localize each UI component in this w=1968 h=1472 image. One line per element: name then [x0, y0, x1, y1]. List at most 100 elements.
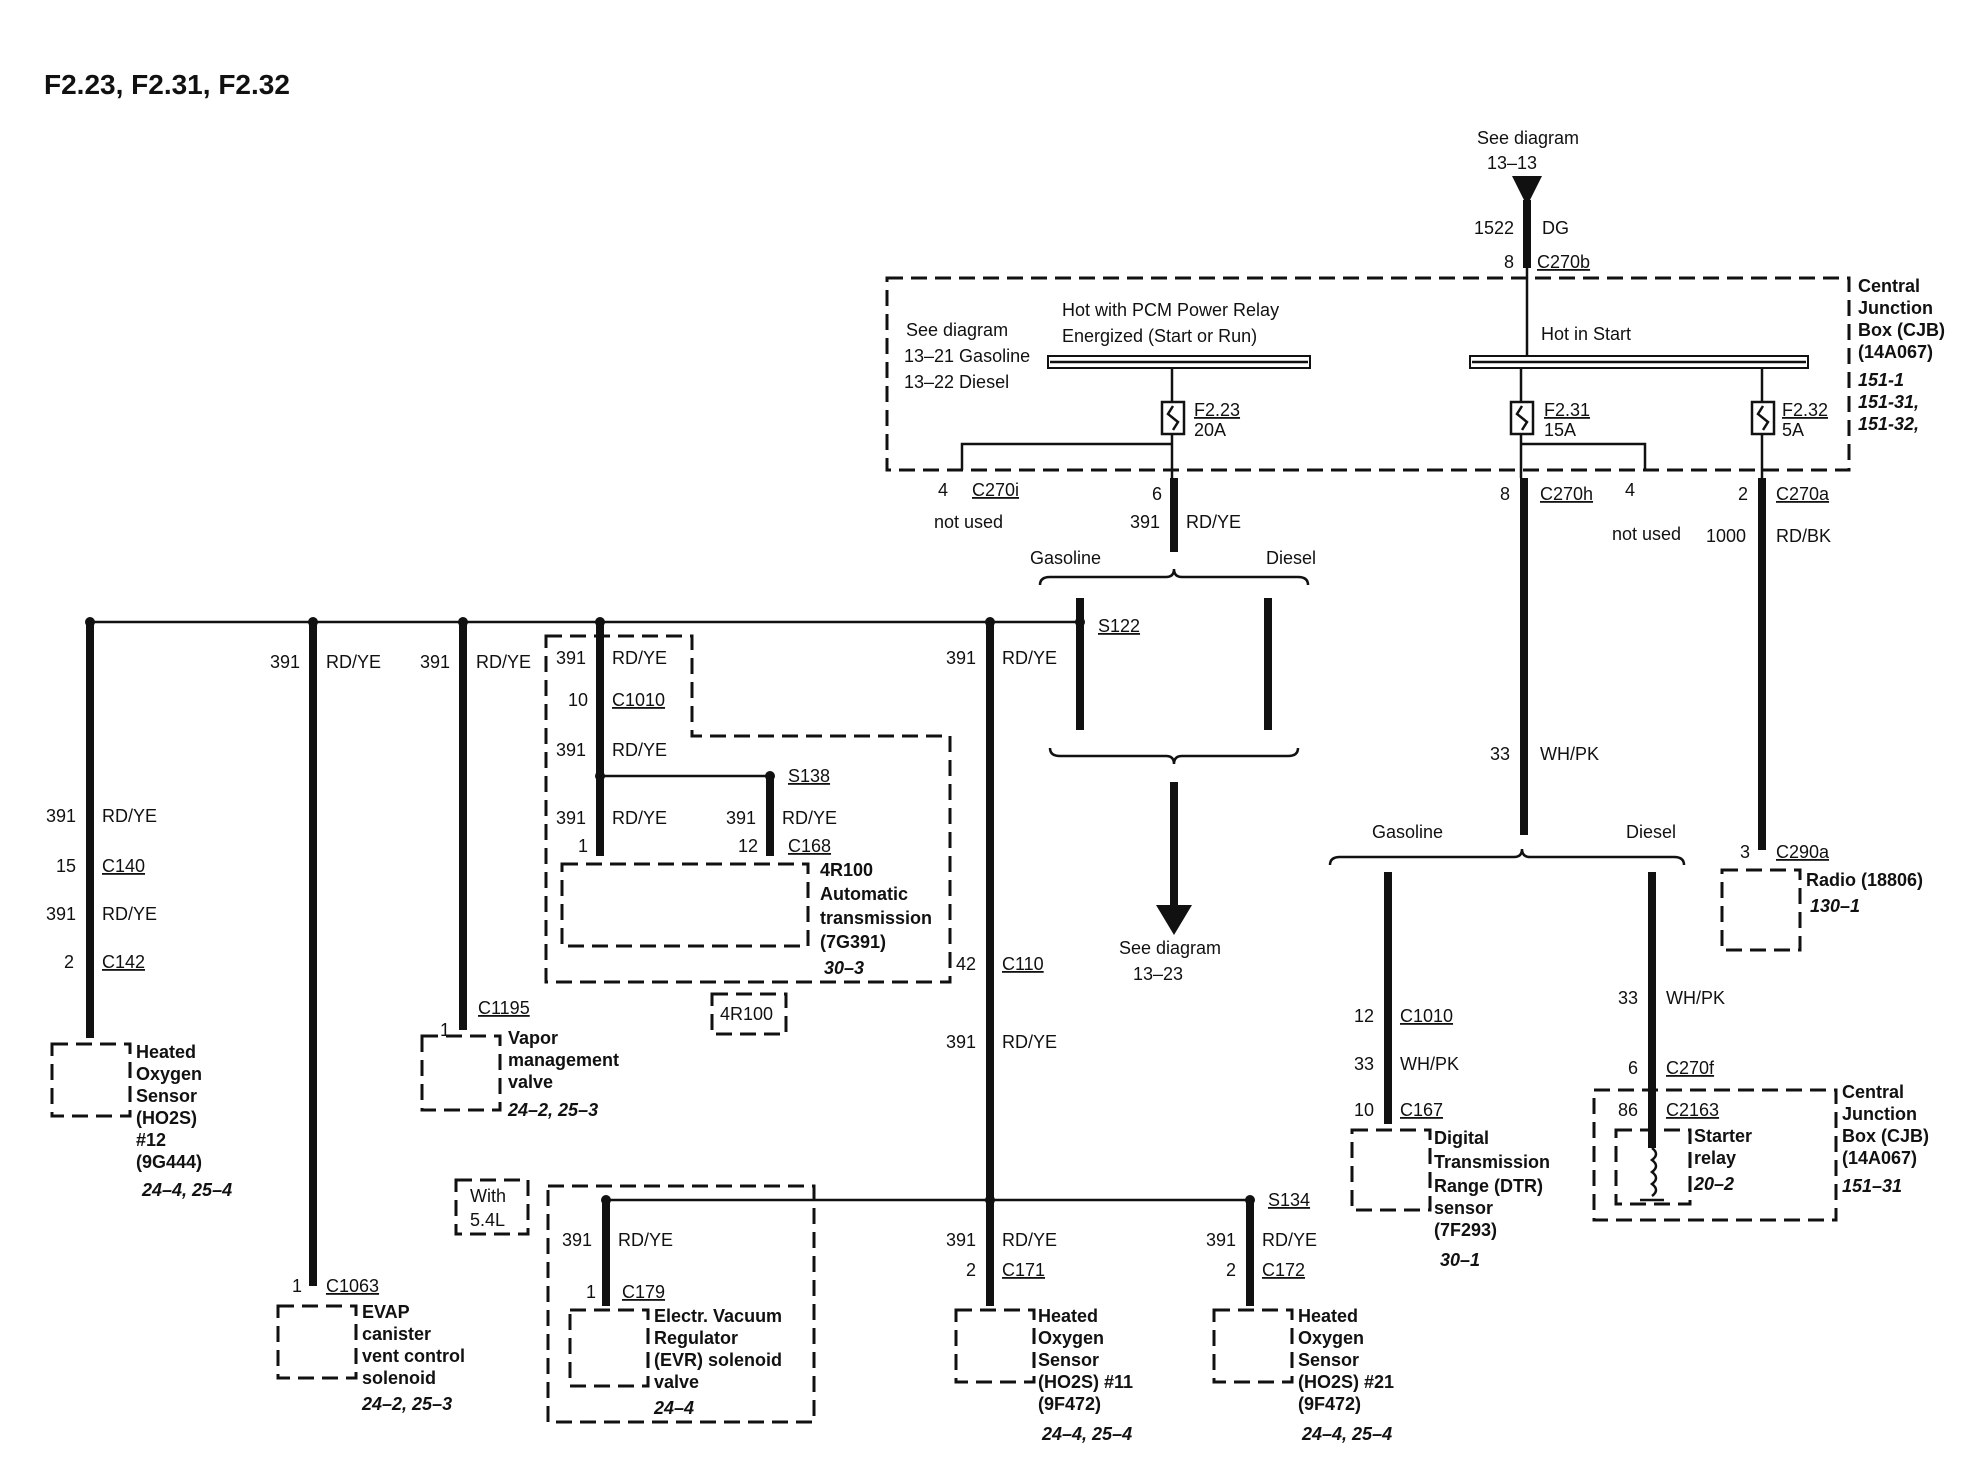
dtr-label-1: Digital [1434, 1128, 1489, 1148]
trans-w3-color: RD/YE [612, 808, 667, 828]
trans-w1-circuit: 391 [556, 648, 586, 668]
starter-color: WH/PK [1666, 988, 1725, 1008]
see-diagram-ref: 13–13 [1487, 153, 1537, 173]
main-w2-circuit: 391 [946, 1032, 976, 1052]
vapor-circuit: 391 [420, 652, 450, 672]
c290a-connector: C290a [1776, 842, 1830, 862]
ho2s11-label-3: Sensor [1038, 1350, 1099, 1370]
with-5-4l-box [454, 1178, 530, 1236]
ho2s12-label-2: Oxygen [136, 1064, 202, 1084]
cjb-label-2: Junction [1858, 298, 1933, 318]
trans-w1-color: RD/YE [612, 648, 667, 668]
c2163-pin: 86 [1618, 1100, 1638, 1120]
c290a-pin: 3 [1740, 842, 1750, 862]
trans-option-outline [544, 634, 952, 984]
with-5-4l-line2: 5.4L [470, 1210, 505, 1230]
c270a-color: RD/BK [1776, 526, 1831, 546]
ho2s11-color: RD/YE [1002, 1230, 1057, 1250]
main-w2-color: RD/YE [1002, 1032, 1057, 1052]
cjb-see-gasoline: 13–21 Gasoline [904, 346, 1030, 366]
evr-option-outline [546, 1184, 816, 1424]
fuse-f231-rating: 15A [1544, 420, 1576, 440]
ho2s12-refs: 24–4, 25–4 [141, 1180, 232, 1200]
bus-start-label: Hot in Start [1541, 324, 1631, 344]
s122-merge-brace [1048, 747, 1300, 765]
c167-connector: C167 [1400, 1100, 1443, 1120]
evr-label-3: (EVR) solenoid [654, 1350, 782, 1370]
starter-relay-component [1614, 1128, 1692, 1206]
ho2s21-label-1: Heated [1298, 1306, 1358, 1326]
start-internal-branch [1521, 442, 1647, 470]
pcm-color: RD/YE [1186, 512, 1241, 532]
ho2s-21-branch: 391 RD/YE 2 C172 Heated Oxygen Sensor (H… [1206, 1200, 1394, 1444]
vapor-color: RD/YE [476, 652, 531, 672]
trans-c1010-pin: 10 [568, 690, 588, 710]
pcm-pin: 6 [1152, 484, 1162, 504]
dtr-label-5: (7F293) [1434, 1220, 1497, 1240]
relay-coil-icon [1649, 1147, 1658, 1197]
dtr-circuit: 33 [1354, 1054, 1374, 1074]
dtr-c1010-connector: C1010 [1400, 1006, 1453, 1026]
c1195-pin: 1 [440, 1020, 450, 1040]
c270f-pin: 6 [1628, 1058, 1638, 1078]
with-5-4l-line1: With [470, 1186, 506, 1206]
radio-refs: 130–1 [1810, 896, 1860, 916]
trans-label-3: transmission [820, 908, 932, 928]
s134-splice-label: S134 [1268, 1190, 1310, 1210]
s122-dot [1075, 617, 1085, 627]
c270i-internal [960, 442, 1172, 470]
ho2s21-label-4: (HO2S) #21 [1298, 1372, 1394, 1392]
c168-pin-b: 12 [738, 836, 758, 856]
c142-pin: 2 [64, 952, 74, 972]
ho2s-11-branch: 391 RD/YE 2 C171 Heated Oxygen Sensor (H… [946, 1200, 1133, 1444]
c270h-note: not used [1612, 524, 1681, 544]
evr-branch: 391 RD/YE 1 C179 Electr. Vacuum Regulato… [546, 1184, 816, 1424]
starter-relay-ref: 20–2 [1693, 1174, 1734, 1194]
starter-relay-label-1: Starter [1694, 1126, 1752, 1146]
pcm-circuit: 391 [1130, 512, 1160, 532]
trans-w3-circuit: 391 [556, 808, 586, 828]
feed-circuit: 1522 [1474, 218, 1514, 238]
c270i-pin: 4 [938, 480, 948, 500]
evr-label-2: Regulator [654, 1328, 738, 1348]
radio-label: Radio (18806) [1806, 870, 1923, 890]
feed-pin: 8 [1504, 252, 1514, 272]
ho2s11-circuit: 391 [946, 1230, 976, 1250]
c168-connector: C168 [788, 836, 831, 856]
transmission-branch: 391 RD/YE 10 C1010 391 RD/YE S138 391 RD… [544, 622, 952, 1036]
fuse-f223-name: F2.23 [1194, 400, 1240, 420]
trans-label-1: 4R100 [820, 860, 873, 880]
c1063-connector: C1063 [326, 1276, 379, 1296]
bus-pcm-label-1: Hot with PCM Power Relay [1062, 300, 1279, 320]
ho2s12-label-6: (9G444) [136, 1152, 202, 1172]
starter-cjb-label-1: Central [1842, 1082, 1904, 1102]
starter-cjb-label-3: Box (CJB) [1842, 1126, 1929, 1146]
cjb-outputs: 4 C270i not used 6 391 RD/YE Gasoline Di… [934, 478, 1831, 984]
trans-w2-color: RD/YE [612, 740, 667, 760]
pcm-branch-brace [1038, 568, 1310, 586]
ho2s21-component [1212, 1308, 1294, 1384]
see-diagram-13-23-label: See diagram [1119, 938, 1221, 958]
evr-component [568, 1308, 650, 1388]
main-w1-color: RD/YE [1002, 648, 1057, 668]
ho2s12-w1-circuit: 391 [46, 806, 76, 826]
vapor-refs: 24–2, 25–3 [507, 1100, 598, 1120]
c270h-pin2: 4 [1625, 480, 1635, 500]
evr-label-4: valve [654, 1372, 699, 1392]
radio-branch: 3 C290a Radio (18806) 130–1 [1720, 842, 1923, 952]
main-bus [85, 617, 1085, 627]
c270i-note: not used [934, 512, 1003, 532]
ho2s11-label-1: Heated [1038, 1306, 1098, 1326]
junction-dot [595, 771, 605, 781]
cjb-outline [885, 276, 1851, 472]
diagram-title: F2.23, F2.31, F2.32 [44, 69, 290, 100]
feed-connector: C270b [1537, 252, 1590, 272]
down-arrow-icon [1512, 176, 1542, 206]
fuse-f223-element [1166, 405, 1180, 431]
evap-refs: 24–2, 25–3 [361, 1394, 452, 1414]
c110-pin: 42 [956, 954, 976, 974]
c168-pin-a: 1 [578, 836, 588, 856]
ho2s11-label-4: (HO2S) #11 [1038, 1372, 1133, 1392]
vapor-branch: 391 RD/YE 1 C1195 Vapor management valve… [420, 622, 619, 1120]
